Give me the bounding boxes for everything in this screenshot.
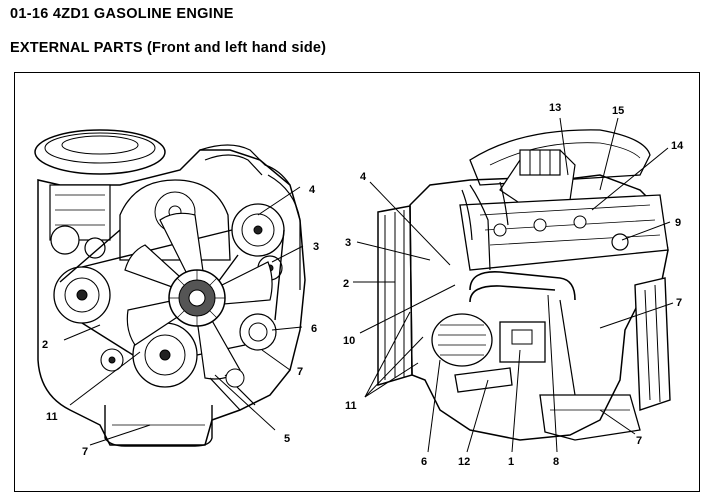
callout-side-4: 4 — [360, 171, 367, 183]
callout-front-3: 3 — [313, 241, 319, 253]
front-engine-drawing — [34, 129, 306, 447]
callout-side-7-pan: 7 — [636, 435, 642, 447]
side-leader-lines — [353, 117, 674, 453]
side-callouts: 13 15 14 9 4 3 2 10 7 11 6 12 1 8 7 — [343, 102, 684, 468]
callout-front-6: 6 — [311, 323, 317, 335]
callout-front-11: 11 — [46, 411, 58, 423]
callout-side-15: 15 — [612, 105, 624, 117]
section-header: 01-16 4ZD1 GASOLINE ENGINE — [10, 6, 234, 22]
callout-front-2: 2 — [42, 339, 48, 351]
callout-side-8: 8 — [553, 456, 559, 468]
callout-front-7-pan: 7 — [82, 446, 88, 458]
callout-front-7: 7 — [297, 366, 303, 378]
page-title: EXTERNAL PARTS (Front and left hand side… — [10, 40, 327, 56]
callout-front-4: 4 — [309, 184, 316, 196]
callout-front-5: 5 — [284, 433, 290, 445]
callout-side-12: 12 — [458, 456, 470, 468]
diagram-frame — [14, 72, 700, 492]
callout-side-2: 2 — [343, 278, 349, 290]
front-callouts: 4 3 6 7 2 11 7 5 — [42, 184, 319, 458]
callout-side-1: 1 — [508, 456, 514, 468]
callout-side-14: 14 — [671, 140, 684, 152]
callout-side-3: 3 — [345, 237, 351, 249]
callout-side-9: 9 — [675, 217, 681, 229]
callout-side-10: 10 — [343, 335, 355, 347]
front-leader-lines — [63, 186, 304, 446]
side-engine-drawing — [377, 129, 671, 441]
callout-side-13: 13 — [549, 102, 561, 114]
callout-side-6: 6 — [421, 456, 427, 468]
callout-side-11: 11 — [345, 400, 357, 412]
callout-side-7: 7 — [676, 297, 682, 309]
